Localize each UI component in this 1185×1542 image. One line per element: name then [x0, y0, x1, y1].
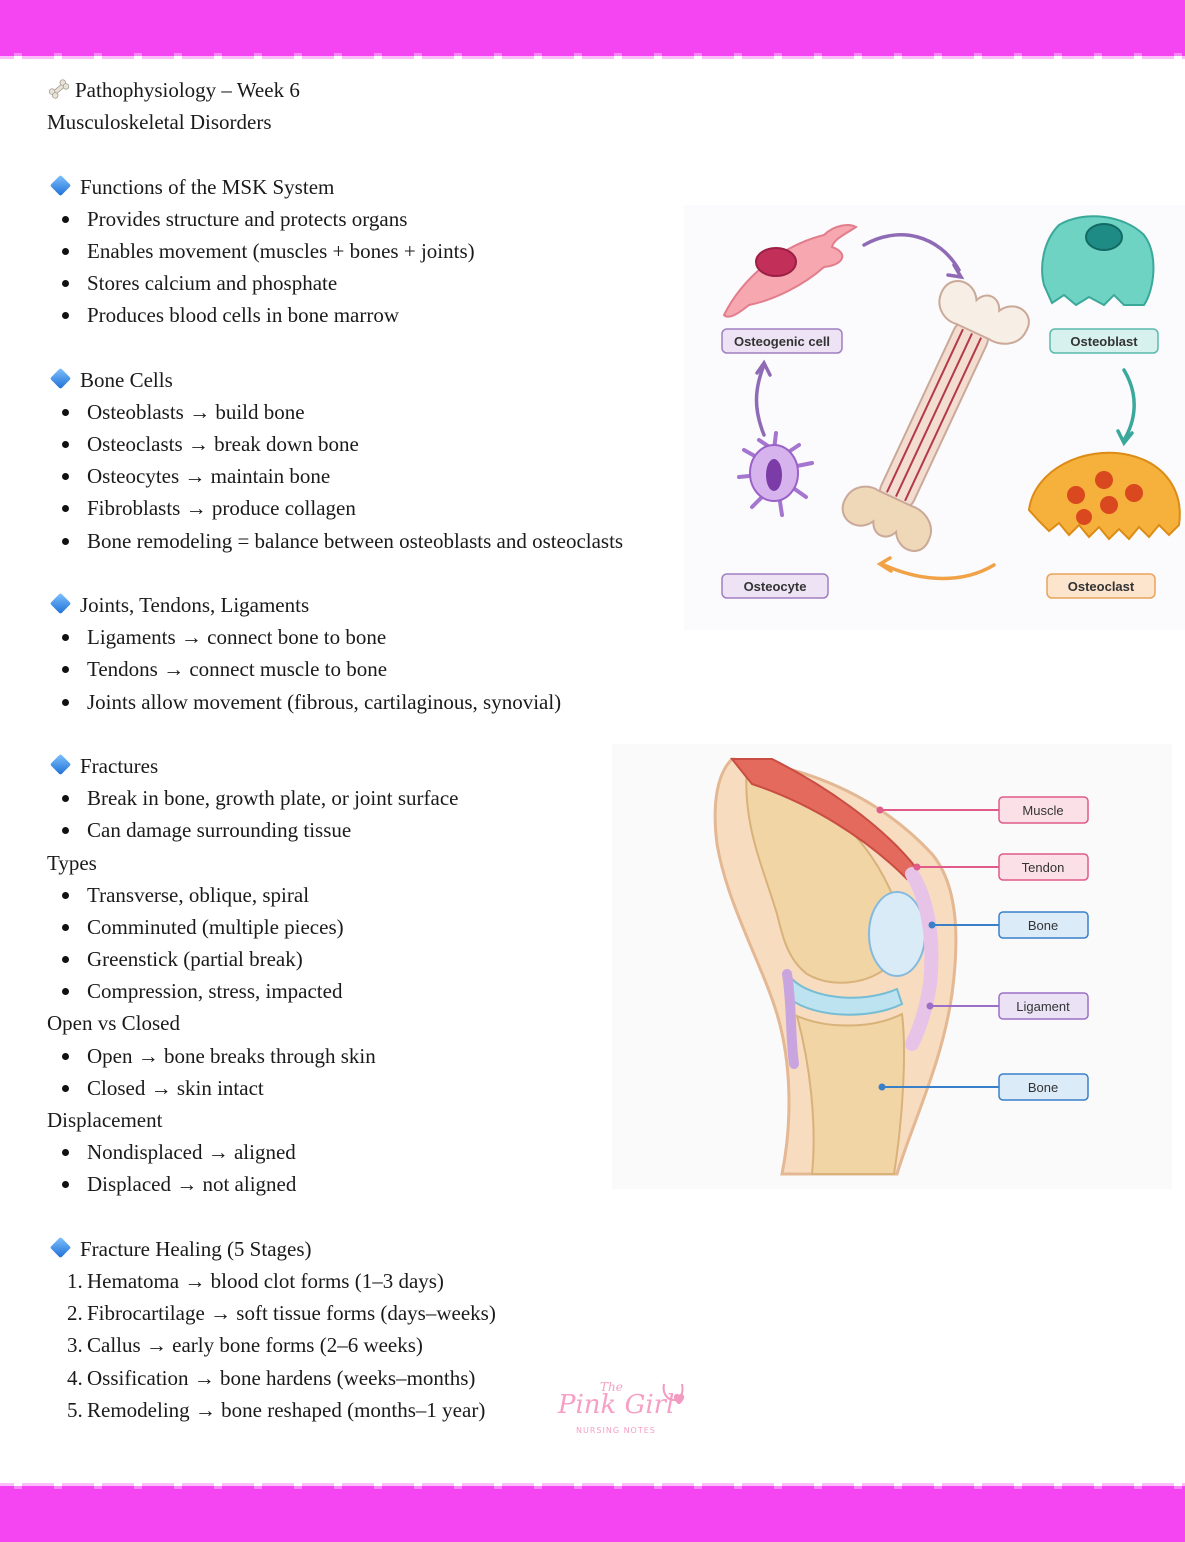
- section-heading-functions: Functions of the MSK System: [47, 171, 697, 203]
- list-item: Stores calcium and phosphate: [47, 267, 697, 299]
- notes-body: Pathophysiology – Week 6 Musculoskeletal…: [47, 74, 697, 1426]
- top-color-band: [0, 0, 1185, 59]
- functions-list: Provides structure and protects organs E…: [47, 203, 697, 332]
- healing-stages-list: 1.Hematoma → blood clot forms (1–3 days)…: [47, 1265, 697, 1426]
- list-item: Nondisplaced → aligned: [47, 1136, 697, 1168]
- osteocyte-illustration: [737, 431, 814, 517]
- label-ligament: Ligament: [1016, 999, 1070, 1014]
- list-item: Ligaments → connect bone to bone: [47, 621, 697, 653]
- list-item: Osteoblasts → build bone: [47, 396, 697, 428]
- subheading-types: Types: [47, 850, 97, 875]
- bone-cell-cycle-figure: Osteogenic cell Osteoblast Osteocyte Ost…: [684, 205, 1185, 630]
- list-item: 5.Remodeling → bone reshaped (months–1 y…: [67, 1397, 486, 1422]
- osteogenic-cell-illustration: [722, 224, 858, 318]
- section-heading-joints: Joints, Tendons, Ligaments: [47, 589, 697, 621]
- page-subtitle: Musculoskeletal Disorders: [47, 110, 272, 135]
- arrow-icon: [876, 556, 893, 573]
- list-item: Fibroblasts → produce collagen: [47, 492, 697, 524]
- list-item: Comminuted (multiple pieces): [47, 911, 697, 943]
- title-text: Pathophysiology – Week 6: [75, 78, 300, 102]
- arrow-icon: [946, 263, 965, 280]
- list-item: Displaced → not aligned: [47, 1168, 697, 1200]
- list-item: Produces blood cells in bone marrow: [47, 299, 697, 331]
- list-item: 3.Callus → early bone forms (2–6 weeks): [67, 1333, 423, 1358]
- list-item: 2.Fibrocartilage → soft tissue forms (da…: [67, 1301, 496, 1326]
- bottom-color-band: [0, 1483, 1185, 1542]
- list-item: Tendons → connect muscle to bone: [47, 653, 697, 685]
- list-item: Greenstick (partial break): [47, 943, 697, 975]
- label-osteocyte: Osteocyte: [744, 579, 807, 594]
- ligament: [782, 969, 799, 1069]
- arrow-icon: [1122, 368, 1136, 442]
- list-item: Break in bone, growth plate, or joint su…: [47, 782, 697, 814]
- osteoblast-illustration: [1041, 215, 1155, 307]
- patella: [868, 891, 926, 977]
- list-item: Provides structure and protects organs: [47, 203, 697, 235]
- subheading-open-closed: Open vs Closed: [47, 1011, 180, 1036]
- stethoscope-heart-icon: [662, 1383, 685, 1404]
- bone-icon: [47, 77, 75, 109]
- tibia-bone: [795, 1012, 905, 1175]
- cartilage: [788, 976, 904, 1016]
- page-title: Pathophysiology – Week 6: [47, 74, 697, 106]
- label-tendon: Tendon: [1022, 860, 1065, 875]
- arrow-icon: [1116, 429, 1134, 447]
- list-item: Compression, stress, impacted: [47, 975, 697, 1007]
- label-osteogenic-cell: Osteogenic cell: [734, 334, 830, 349]
- section-heading-healing: Fracture Healing (5 Stages): [47, 1233, 697, 1265]
- osteoclast-illustration: [1027, 451, 1181, 541]
- arrow-icon: [862, 233, 961, 272]
- bone-illustration: [841, 280, 1030, 552]
- section-heading-bone-cells: Bone Cells: [47, 364, 697, 396]
- subheading-displacement: Displacement: [47, 1108, 163, 1132]
- arrow-icon: [754, 363, 766, 437]
- list-item: 4.Ossification → bone hardens (weeks–mon…: [67, 1365, 476, 1390]
- section-heading-fractures: Fractures: [47, 750, 697, 782]
- label-osteoblast: Osteoblast: [1070, 334, 1138, 349]
- tendon: [905, 867, 939, 1051]
- label-bone-upper: Bone: [1028, 918, 1058, 933]
- list-item: Enables movement (muscles + bones + join…: [47, 235, 697, 267]
- list-item: Bone remodeling = balance between osteob…: [47, 525, 697, 557]
- label-osteoclast: Osteoclast: [1068, 579, 1135, 594]
- bone-cells-list: Osteoblasts → build bone Osteoclasts → b…: [47, 396, 697, 557]
- brand-logo: The Pink Girl NURSING NOTES: [548, 1380, 693, 1440]
- list-item: Can damage surrounding tissue: [47, 814, 697, 846]
- list-item: Joints allow movement (fibrous, cartilag…: [47, 686, 697, 718]
- fractures-list: Break in bone, growth plate, or joint su…: [47, 782, 697, 846]
- list-item: Transverse, oblique, spiral: [47, 879, 697, 911]
- blue-diamond-icon: [49, 592, 72, 615]
- list-item: Open → bone breaks through skin: [47, 1040, 697, 1072]
- open-closed-list: Open → bone breaks through skin Closed →…: [47, 1040, 697, 1104]
- label-bone-lower: Bone: [1028, 1080, 1058, 1095]
- fracture-types-list: Transverse, oblique, spiral Comminuted (…: [47, 879, 697, 1008]
- blue-diamond-icon: [49, 1236, 72, 1258]
- list-item: Osteoclasts → break down bone: [47, 428, 697, 460]
- knee-joint-figure: Muscle Tendon Bone Ligament Bone: [612, 744, 1172, 1189]
- list-item: Osteocytes → maintain bone: [47, 460, 697, 492]
- arrow-icon: [882, 563, 996, 581]
- blue-diamond-icon: [49, 753, 72, 776]
- displacement-list: Nondisplaced → aligned Displaced → not a…: [47, 1136, 697, 1200]
- arrow-icon: [755, 359, 772, 377]
- joints-list: Ligaments → connect bone to bone Tendons…: [47, 621, 697, 718]
- blue-diamond-icon: [49, 367, 72, 389]
- label-muscle: Muscle: [1022, 803, 1063, 818]
- list-item: Closed → skin intact: [47, 1072, 697, 1104]
- list-item: 1.Hematoma → blood clot forms (1–3 days): [67, 1268, 444, 1293]
- blue-diamond-icon: [49, 174, 72, 196]
